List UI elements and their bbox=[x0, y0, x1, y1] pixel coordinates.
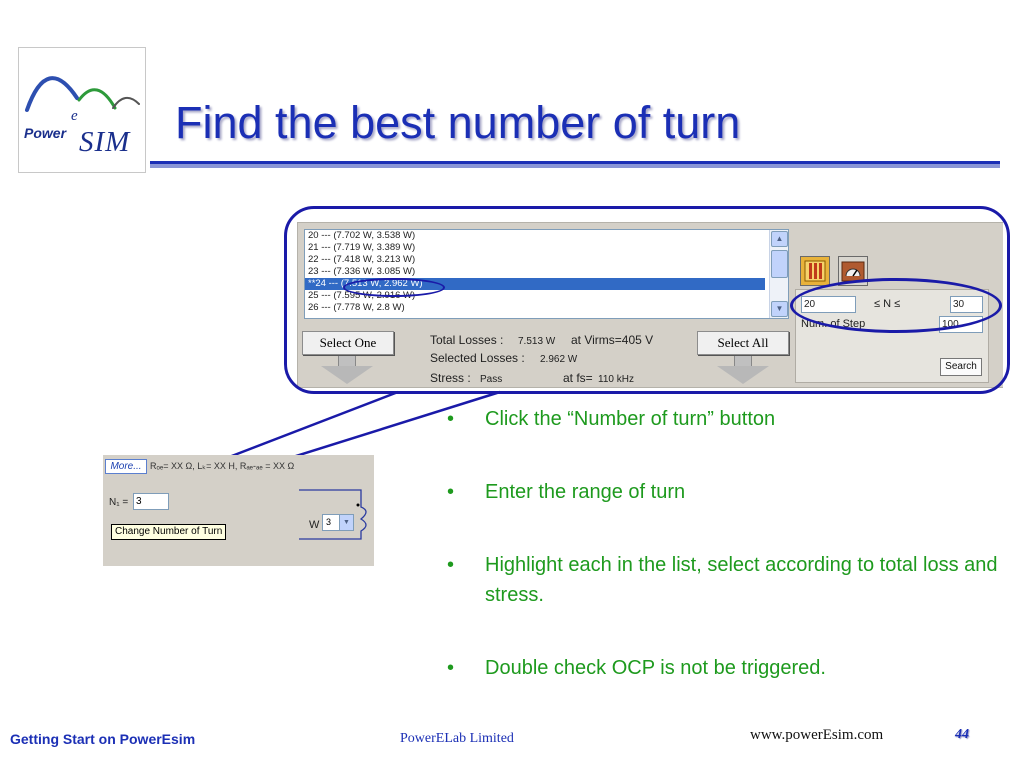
w-value: 3 bbox=[326, 517, 332, 527]
bullet-icon: • bbox=[447, 408, 455, 430]
total-losses-label: Total Losses : bbox=[430, 333, 504, 347]
logo-arcs-graphic bbox=[25, 76, 140, 112]
total-losses-value-wrap: 7.513 W bbox=[518, 333, 555, 347]
select-all-arrowhead-icon bbox=[717, 366, 769, 384]
stress-value-wrap: Pass bbox=[480, 371, 502, 385]
list-item[interactable]: 21 --- (7.719 W, 3.389 W) bbox=[308, 242, 416, 253]
scroll-up-icon[interactable]: ▲ bbox=[771, 231, 788, 247]
change-turn-tooltip: Change Number of Turn bbox=[111, 524, 227, 540]
fs-value-wrap: 110 kHz bbox=[598, 371, 634, 385]
gauge-icon bbox=[841, 261, 865, 282]
select-one-arrowhead-icon bbox=[321, 366, 373, 384]
list-item: • Enter the range of turn bbox=[443, 477, 1003, 507]
list-item[interactable]: 22 --- (7.418 W, 3.213 W) bbox=[308, 254, 416, 265]
bullet-text: Highlight each in the list, select accor… bbox=[485, 554, 998, 606]
coil-icon bbox=[804, 260, 826, 282]
w-select[interactable]: 3 ▼ bbox=[322, 514, 354, 531]
selected-losses-label: Selected Losses : bbox=[430, 351, 525, 365]
bullet-icon: • bbox=[447, 657, 455, 679]
select-all-button[interactable]: Select All bbox=[697, 331, 789, 355]
list-item[interactable]: 25 --- (7.595 W, 2.916 W) bbox=[308, 290, 416, 301]
chevron-down-icon[interactable]: ▼ bbox=[339, 515, 353, 530]
selected-losses-value-wrap: 2.962 W bbox=[540, 351, 577, 365]
dialog-highlight-outline bbox=[284, 206, 1010, 394]
footer-website-link[interactable]: www.powerEsim.com bbox=[750, 727, 884, 743]
page-number: 44 bbox=[955, 727, 969, 742]
fs-value: 110 kHz bbox=[598, 374, 634, 385]
title-underline bbox=[150, 161, 1000, 168]
select-one-button[interactable]: Select One bbox=[302, 331, 394, 355]
total-losses-value: 7.513 W bbox=[518, 336, 556, 347]
list-item: • Highlight each in the list, select acc… bbox=[443, 550, 1003, 610]
list-item[interactable]: 26 --- (7.778 W, 2.8 W) bbox=[308, 302, 405, 313]
bullet-icon: • bbox=[447, 481, 455, 503]
n1-input[interactable]: 3 bbox=[133, 493, 169, 510]
fs-label: at fs= bbox=[563, 371, 593, 385]
list-item[interactable]: 20 --- (7.702 W, 3.538 W) bbox=[308, 230, 416, 241]
winding-schematic bbox=[299, 489, 367, 540]
footer-course-title: Getting Start on PowerEsim bbox=[10, 731, 196, 747]
bullet-text: Enter the range of turn bbox=[485, 481, 686, 503]
select-all-arrow-icon bbox=[734, 356, 752, 366]
poweresim-logo: Power e SIM bbox=[18, 47, 146, 173]
more-button[interactable]: More... bbox=[105, 459, 147, 474]
selected-row-highlight-ellipse bbox=[343, 278, 445, 297]
n1-label: N₁ = bbox=[109, 497, 129, 508]
range-highlight-ellipse bbox=[790, 278, 1002, 333]
w-label: W bbox=[309, 519, 320, 531]
turn-settings-inset: More... Rₒₑ= XX Ω, Lₖ= XX H, Rₐₑ-ₐₑ = XX… bbox=[103, 455, 374, 566]
list-item[interactable]: 23 --- (7.336 W, 3.085 W) bbox=[308, 266, 416, 277]
list-item: • Click the “Number of turn” button bbox=[443, 404, 1003, 434]
scroll-down-icon[interactable]: ▼ bbox=[771, 301, 788, 317]
logo-word-power: Power bbox=[24, 125, 67, 141]
selected-losses-value: 2.962 W bbox=[540, 354, 578, 365]
stress-value: Pass bbox=[480, 374, 503, 385]
stress-label: Stress : bbox=[430, 371, 471, 385]
list-scrollbar[interactable]: ▲ ▼ bbox=[769, 230, 788, 318]
page-title: Find the best number of turn bbox=[175, 97, 741, 148]
vrms-label: at Virms=405 V bbox=[571, 333, 654, 347]
footer-company: PowerELab Limited bbox=[400, 731, 514, 746]
scroll-thumb[interactable] bbox=[771, 250, 788, 278]
number-of-turn-icon[interactable] bbox=[800, 256, 830, 286]
select-one-arrow-icon bbox=[338, 356, 356, 366]
list-item: • Double check OCP is not be triggered. bbox=[443, 653, 1003, 683]
parameter-readout: Rₒₑ= XX Ω, Lₖ= XX H, Rₐₑ-ₐₑ = XX Ω bbox=[150, 461, 295, 471]
logo-word-sim: SIM bbox=[79, 126, 131, 158]
bullet-icon: • bbox=[447, 554, 455, 576]
bullet-text: Double check OCP is not be triggered. bbox=[485, 657, 826, 679]
logo-superscript-e: e bbox=[71, 108, 78, 124]
bullet-text: Click the “Number of turn” button bbox=[485, 408, 776, 430]
